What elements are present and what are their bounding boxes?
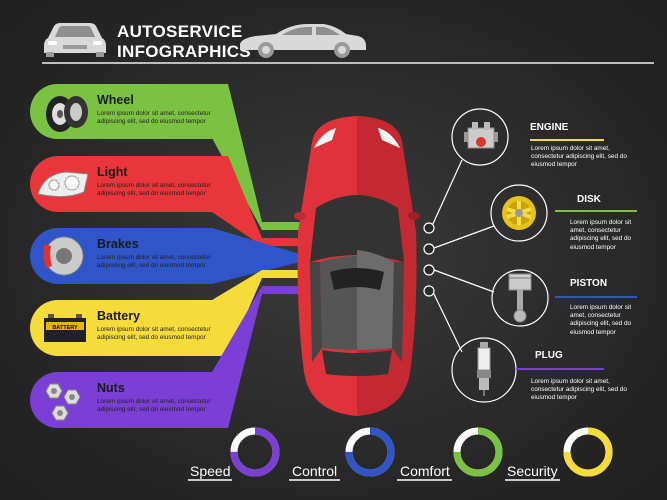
wheel-icon (46, 96, 88, 132)
right-line-plug (516, 368, 604, 370)
card-text-nuts: Nuts Lorem ipsum dolor sit amet, consect… (97, 381, 212, 414)
card-title: Nuts (97, 381, 125, 395)
header-divider (42, 62, 654, 64)
card-text-light: Light Lorem ipsum dolor sit amet, consec… (97, 165, 212, 198)
gauge-arc-comfort (453, 427, 503, 477)
card-text-brakes: Brakes Lorem ipsum dolor sit amet, conse… (97, 237, 212, 270)
gauge-arc-control (345, 427, 395, 477)
gauge-label-security: Security (507, 463, 558, 479)
card-body: Lorem ipsum dolor sit amet, consectetur … (97, 326, 211, 342)
right-body-disk: Lorem ipsum dolor sit amet, consectetur … (570, 219, 632, 251)
card-title: Battery (97, 309, 141, 323)
title-line-1: AUTOSERVICE (117, 22, 243, 41)
hatchback-car-icon (44, 23, 106, 57)
gauge-label-control: Control (292, 463, 338, 479)
right-line-engine (530, 139, 604, 141)
right-title-disk: DISK (577, 194, 601, 205)
gauge-label-comfort: Comfort (400, 463, 450, 479)
card-body: Lorem ipsum dolor sit amet, consectetur … (97, 398, 211, 414)
sedan-car-icon (240, 24, 366, 58)
card-body: Lorem ipsum dolor sit amet, consectetur … (97, 254, 211, 270)
card-text-wheel: Wheel Lorem ipsum dolor sit amet, consec… (97, 93, 212, 126)
nuts-icon (45, 383, 81, 421)
right-body-plug: Lorem ipsum dolor sit amet, consectetur … (531, 378, 627, 402)
card-title: Wheel (97, 93, 134, 107)
card-title: Brakes (97, 237, 139, 251)
card-title: Light (97, 165, 128, 179)
right-line-disk (555, 210, 637, 212)
rim-icon (502, 196, 536, 230)
right-body-piston: Lorem ipsum dolor sit amet, consectetur … (570, 304, 632, 336)
battery-label: BATTERY (52, 325, 78, 331)
brake-disc-icon (43, 236, 84, 276)
right-title-piston: PISTON (570, 278, 608, 289)
headlight-icon (37, 171, 89, 198)
engine-icon (464, 122, 498, 149)
page-title: AUTOSERVICE INFOGRAPHICS (117, 22, 251, 62)
card-text-battery: Battery Lorem ipsum dolor sit amet, cons… (97, 309, 212, 342)
piston-icon (508, 273, 532, 323)
right-title-plug: PLUG (535, 350, 563, 361)
gauge-label-speed: Speed (190, 463, 231, 479)
right-body-engine: Lorem ipsum dolor sit amet, consectetur … (531, 145, 627, 169)
gauge-arc-speed (230, 427, 280, 477)
title-line-2: INFOGRAPHICS (117, 42, 251, 61)
card-body: Lorem ipsum dolor sit amet, consectetur … (97, 110, 211, 126)
right-line-piston (555, 296, 637, 298)
right-title-engine: ENGINE (530, 122, 569, 133)
battery-icon: BATTERY (44, 314, 86, 342)
card-body: Lorem ipsum dolor sit amet, consectetur … (97, 182, 211, 198)
spark-plug-icon (477, 342, 491, 396)
car-top-view-icon (294, 116, 420, 416)
gauge-arc-security (563, 427, 613, 477)
